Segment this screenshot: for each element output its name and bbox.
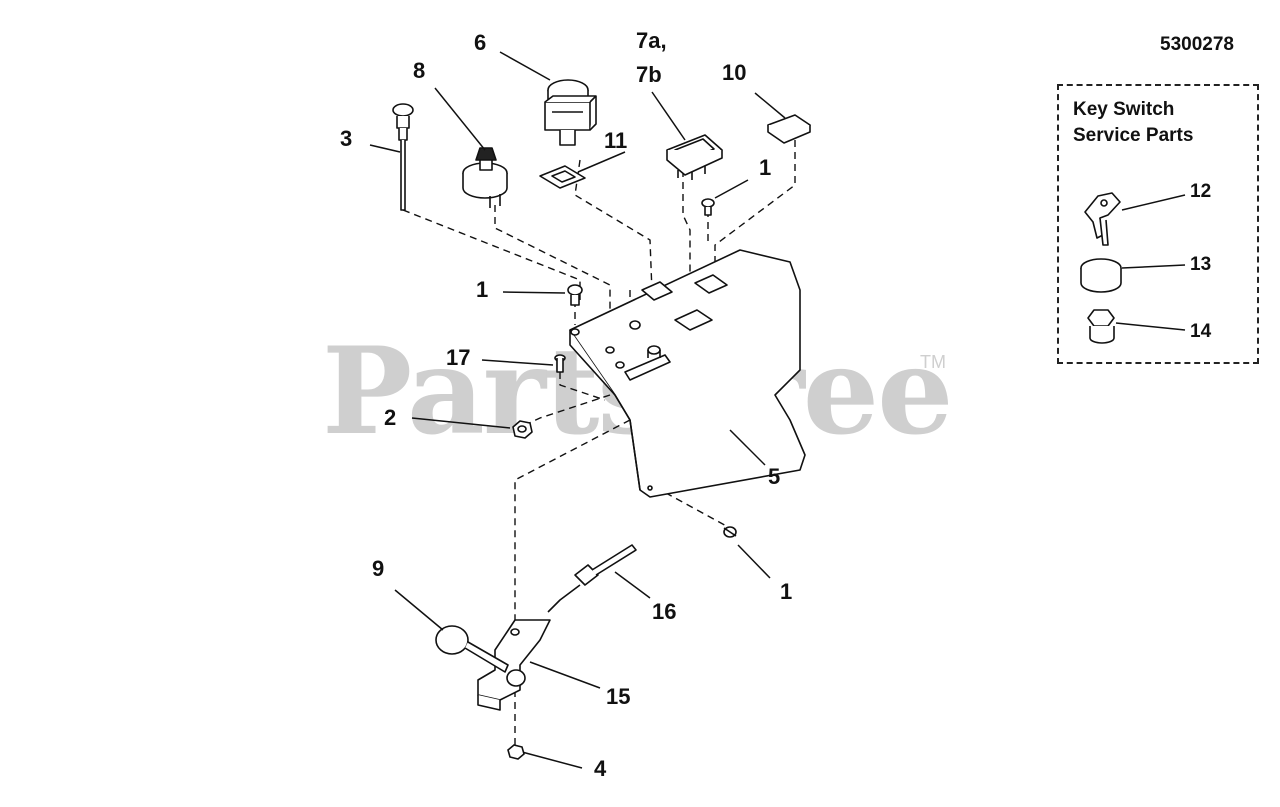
part-8-ignition-switch xyxy=(462,147,508,208)
callout-14[interactable]: 14 xyxy=(1190,321,1212,342)
inset-title-line1: Key Switch xyxy=(1073,99,1175,120)
callout-1-middle[interactable]: 1 xyxy=(476,277,489,302)
part-17-bolt xyxy=(554,354,566,373)
callout-7a[interactable]: 7a, xyxy=(636,28,667,53)
callout-7b[interactable]: 7b xyxy=(636,62,662,87)
callout-leader-lines xyxy=(369,51,1186,769)
callout-17[interactable]: 17 xyxy=(446,345,471,370)
part-11-gasket xyxy=(539,165,586,189)
part-1-screw-top xyxy=(701,198,715,216)
part-16-cable xyxy=(547,544,637,613)
part-10-cap xyxy=(767,114,811,144)
part-15-bracket xyxy=(477,619,551,711)
part-7-rocker-switch xyxy=(666,134,723,180)
callout-10[interactable]: 10 xyxy=(722,60,747,85)
part-1-screw-middle xyxy=(567,284,583,306)
callout-4[interactable]: 4 xyxy=(594,756,607,781)
part-1-screw-bottom xyxy=(723,526,737,538)
part-9-lever-knob xyxy=(435,625,526,687)
callout-5[interactable]: 5 xyxy=(768,464,781,489)
callout-16[interactable]: 16 xyxy=(652,599,677,624)
part-13-cylinder xyxy=(1080,258,1122,293)
callout-13[interactable]: 13 xyxy=(1190,254,1212,275)
part-12-keys xyxy=(1084,192,1121,246)
control-panel-part xyxy=(569,249,806,498)
key-switch-inset-box xyxy=(1057,84,1259,364)
part-4-nut xyxy=(507,744,525,760)
inset-title: Key Switch Service Parts xyxy=(1073,97,1193,149)
callout-8[interactable]: 8 xyxy=(413,58,426,83)
watermark-trademark: TM xyxy=(920,352,946,372)
callout-6[interactable]: 6 xyxy=(474,30,487,55)
callout-3[interactable]: 3 xyxy=(340,126,353,151)
callout-1-top[interactable]: 1 xyxy=(759,155,772,180)
diagram-number: 5300278 xyxy=(1160,34,1234,55)
part-6-pto-switch xyxy=(544,79,597,146)
inset-title-line2: Service Parts xyxy=(1073,125,1194,146)
callout-11[interactable]: 11 xyxy=(604,128,628,153)
part-3-rod xyxy=(392,103,414,211)
callout-1-bottom[interactable]: 1 xyxy=(780,579,793,604)
part-14-nut xyxy=(1087,309,1115,344)
part-2-nut xyxy=(512,420,533,439)
callout-2[interactable]: 2 xyxy=(384,405,397,430)
callout-12[interactable]: 12 xyxy=(1190,181,1212,202)
callout-9[interactable]: 9 xyxy=(372,556,385,581)
callout-15[interactable]: 15 xyxy=(606,684,631,709)
